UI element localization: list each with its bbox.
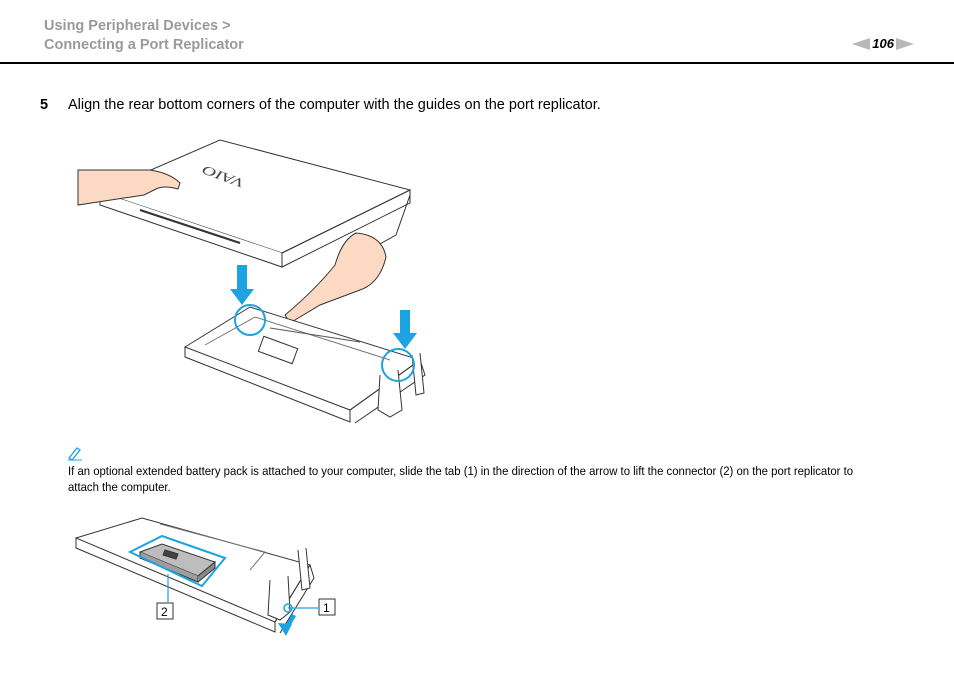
previous-page-arrow-icon[interactable] (852, 37, 871, 50)
header-divider (0, 62, 954, 64)
pencil-note-icon (68, 447, 82, 461)
port-replicator-illustration: 2 1 (74, 517, 336, 636)
step-number: 5 (40, 97, 49, 113)
note-text: If an optional extended battery pack is … (68, 464, 854, 494)
instruction-step: 5 Align the rear bottom corners of the co… (40, 96, 601, 114)
laptop-docking-illustration: VAIO (77, 139, 426, 424)
callout-2-label: 2 (161, 605, 168, 619)
page-number: 106 (872, 36, 894, 51)
breadcrumb-line-2: Connecting a Port Replicator (44, 37, 244, 53)
next-page-arrow-icon[interactable] (896, 37, 914, 50)
callout-1-label: 1 (323, 601, 330, 615)
page-indicator: 106 (852, 36, 914, 51)
breadcrumb: Using Peripheral Devices > Connecting a … (44, 17, 244, 55)
step-text: Align the rear bottom corners of the com… (68, 97, 601, 113)
breadcrumb-line-1: Using Peripheral Devices > (44, 18, 231, 34)
